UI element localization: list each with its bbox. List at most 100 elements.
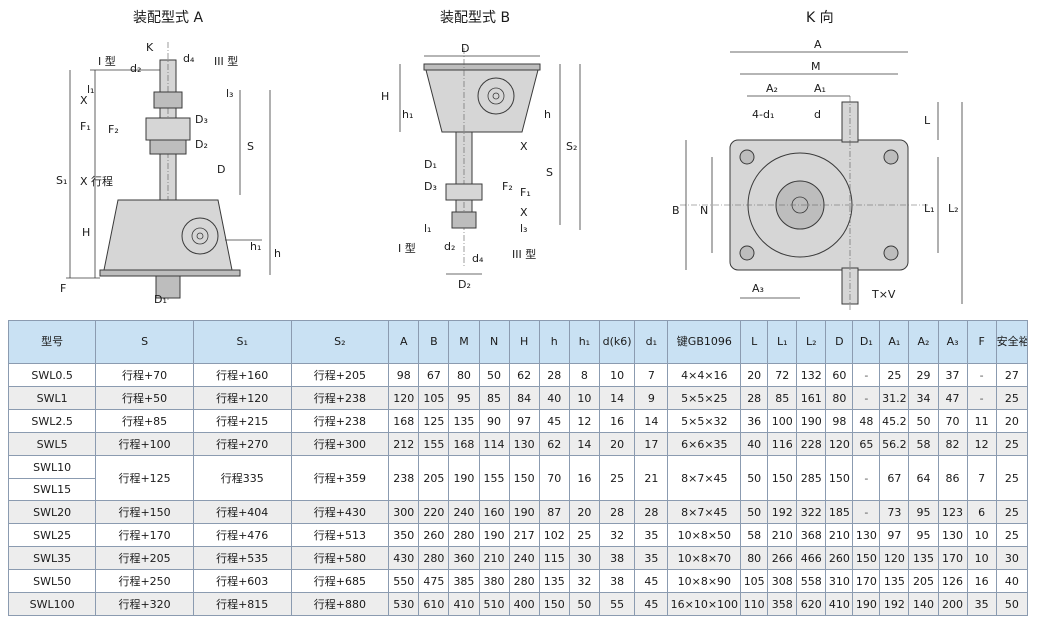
view-a-nut-d3 — [145, 117, 191, 141]
table-cell: 行程+125 — [95, 455, 194, 501]
label-b-type-iii: III 型 — [512, 247, 536, 261]
view-b-title: 装配型式 B — [440, 10, 510, 26]
label-h1: h₁ — [250, 240, 261, 253]
view-a-flange — [181, 217, 219, 255]
label-k-n: N — [700, 204, 708, 217]
view-a-nut-d2 — [149, 139, 187, 155]
table-cell: 161 — [796, 386, 827, 410]
table-cell: 95 — [908, 500, 939, 524]
view-a-title: 装配型式 A — [133, 10, 203, 26]
table-cell: 行程+535 — [192, 546, 292, 570]
table-cell: 120 — [879, 546, 910, 570]
label-b-h-small: h — [544, 108, 551, 121]
view-b-flange — [477, 77, 515, 115]
table-cell: 100 — [767, 409, 798, 433]
table-cell: 64 — [908, 455, 939, 501]
table-cell: 行程+513 — [290, 523, 390, 547]
table-cell: 58 — [740, 523, 769, 547]
table-cell: 10×8×90 — [667, 569, 742, 593]
table-cell: 28 — [634, 500, 669, 524]
table-cell: 135 — [538, 569, 570, 593]
label-h-small: h — [274, 247, 281, 260]
table-cell: 行程+476 — [192, 523, 292, 547]
table-cell: 87 — [538, 500, 570, 524]
table-cell: 86 — [937, 455, 968, 501]
table-cell: 32 — [568, 569, 600, 593]
table-cell: 10 — [966, 546, 997, 570]
table-cell: 466 — [796, 546, 827, 570]
table-cell: 6 — [966, 500, 997, 524]
technical-drawings: 装配型式 A K I 型 d₂ d₄ III 型 X l₁ l₃ F₁ — [56, 10, 963, 310]
table-cell: 10 — [598, 363, 636, 387]
table-cell: 行程+215 — [192, 409, 292, 433]
table-cell: 115 — [538, 546, 570, 570]
table-cell: 102 — [538, 523, 570, 547]
label-b-f2: F₂ — [502, 180, 513, 193]
table-cell: 114 — [478, 432, 510, 456]
view-b-end — [451, 211, 477, 229]
table-cell-model: SWL0.5 — [7, 363, 97, 387]
table-cell: 行程+160 — [192, 363, 292, 387]
table-header-cell: d(k6) — [598, 320, 636, 364]
table-cell: 358 — [767, 592, 798, 616]
table-cell: 40 — [995, 569, 1029, 593]
view-k-bolt-hole — [883, 149, 899, 165]
table-cell: 30 — [568, 546, 600, 570]
table-cell: 310 — [825, 569, 854, 593]
table-cell: 行程+205 — [95, 546, 194, 570]
table-cell: 190 — [852, 592, 881, 616]
table-cell: 130 — [852, 523, 881, 547]
label-type-i: I 型 — [98, 54, 116, 68]
table-header-cell: F — [966, 320, 997, 364]
label-h: H — [82, 226, 90, 239]
table-cell: 50 — [568, 592, 600, 616]
table-cell: 31.2 — [879, 386, 910, 410]
table-header-cell: A₂ — [908, 320, 939, 364]
table-cell: 30 — [995, 546, 1029, 570]
table-cell: 58 — [908, 432, 939, 456]
table-cell: 110 — [740, 592, 769, 616]
table-cell: - — [852, 386, 881, 410]
table-cell: 116 — [767, 432, 798, 456]
table-cell: 8 — [568, 363, 600, 387]
table-cell: 行程+430 — [290, 500, 390, 524]
table-cell: 35 — [966, 592, 997, 616]
table-cell: 行程+880 — [290, 592, 390, 616]
table-cell: 16 — [966, 569, 997, 593]
label-b-d4: d₄ — [472, 252, 484, 265]
table-cell: 350 — [388, 523, 420, 547]
table-cell: 130 — [508, 432, 540, 456]
table-cell: 行程+50 — [95, 386, 194, 410]
table-cell: 368 — [796, 523, 827, 547]
table-cell: 240 — [448, 500, 480, 524]
table-cell: 行程+70 — [95, 363, 194, 387]
table-header-cell: A₁ — [879, 320, 910, 364]
table-cell: 7 — [634, 363, 669, 387]
table-cell: 160 — [478, 500, 510, 524]
table-cell: 20 — [740, 363, 769, 387]
table-header-cell: S — [95, 320, 194, 364]
label-k-l1: L₁ — [924, 202, 935, 215]
table-cell: 266 — [767, 546, 798, 570]
label-x: X — [80, 94, 88, 107]
label-b-s: S — [546, 166, 553, 179]
table-cell: 95 — [908, 523, 939, 547]
table-cell: 55 — [598, 592, 636, 616]
table-cell: 5×5×32 — [667, 409, 742, 433]
table-cell: 190 — [508, 500, 540, 524]
table-cell: 行程+205 — [290, 363, 390, 387]
table-cell: 130 — [937, 523, 968, 547]
table-cell: 50 — [908, 409, 939, 433]
table-cell: 50 — [478, 363, 510, 387]
table-cell: 8×7×45 — [667, 500, 742, 524]
table-header-cell: D — [825, 320, 854, 364]
table-cell: 168 — [388, 409, 420, 433]
table-cell: 行程+320 — [95, 592, 194, 616]
view-b-drawing: 装配型式 B D H h₁ h D₁ D₃ S₂ S X F₂ F₁ X l₁ … — [381, 10, 581, 291]
table-cell: 228 — [796, 432, 827, 456]
table-cell: 50 — [740, 455, 769, 501]
label-d2: d₂ — [130, 62, 141, 75]
